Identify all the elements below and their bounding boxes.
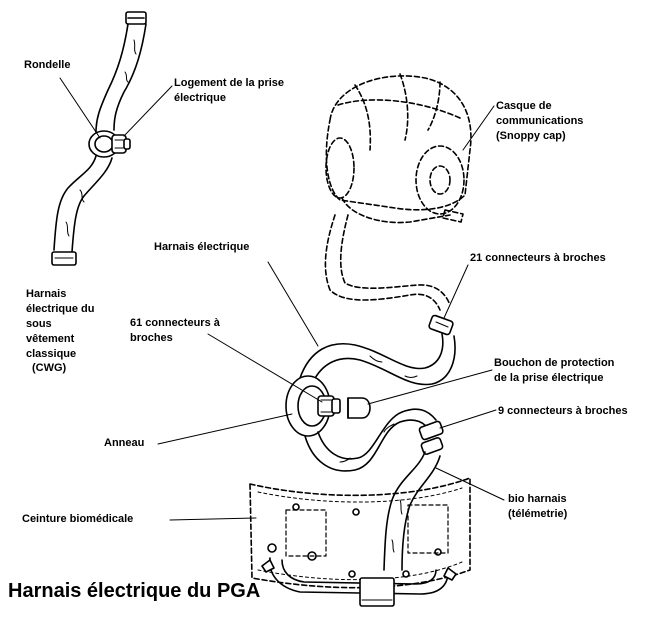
label-ceinture: Ceinture biomédicale [22,513,134,525]
label-bouchon: Bouchon de protection de la prise électr… [494,357,615,384]
label-cwg-harness: Harnais électrique du sous vêtement clas… [26,288,95,360]
biomedical-belt-illustration [249,477,471,607]
label-logement-prise: Logement de la prise électrique [174,77,285,104]
leader-anneau [157,413,293,445]
snoopy-cap-illustration [324,73,472,311]
leader-9-connecteurs [439,409,497,429]
label-casque: Casque de communications (Snoppy cap) [496,100,584,142]
leader-rondelle [59,77,101,139]
cwg-harness-illustration [51,11,147,266]
label-61-connecteurs: 61 connecteurs à broches [130,317,220,344]
label-9-connecteurs: 9 connecteurs à broches [498,405,628,417]
label-harnais-electrique: Harnais électrique [154,241,250,253]
leader-21-connecteurs [443,264,469,319]
leader-lines [59,77,505,521]
leader-harnais [267,261,319,347]
diagram-title: Harnais électrique du PGA [8,580,261,602]
label-anneau: Anneau [104,437,145,449]
leader-logement [123,85,173,137]
leader-61-connecteurs [207,333,323,403]
leader-bioharnais [435,467,505,501]
main-harness-illustration [285,314,456,571]
label-cwg-abbr: (CWG) [32,362,67,374]
leader-ceinture [169,517,257,521]
label-bio-harnais: bio harnais (télémetrie) [508,493,568,520]
label-rondelle: Rondelle [24,59,71,71]
leader-casque [462,105,495,151]
leader-bouchon [367,369,493,405]
label-21-connecteurs: 21 connecteurs à broches [470,252,606,264]
